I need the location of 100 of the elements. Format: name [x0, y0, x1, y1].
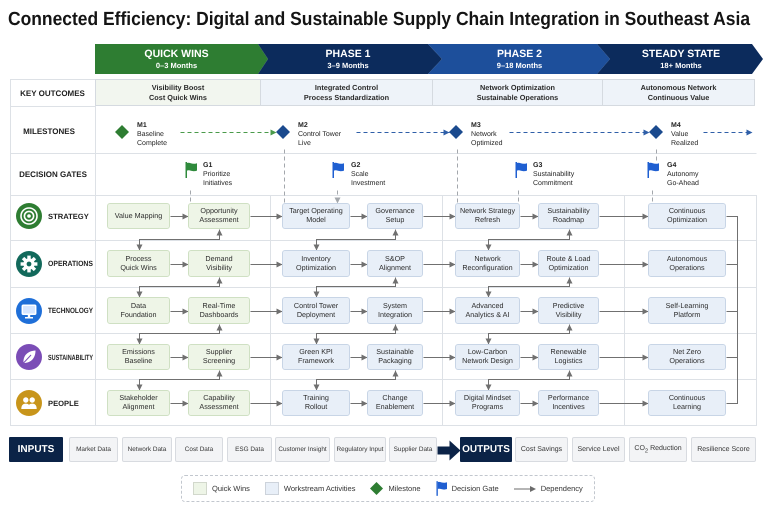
arrow: [250, 400, 283, 406]
dashed-arrow: [509, 130, 650, 136]
arrow: [170, 400, 189, 406]
activity-box: [367, 344, 423, 370]
outcome-cell: [432, 79, 603, 106]
arrow: [599, 354, 649, 360]
row-header: DECISION GATES: [19, 169, 87, 180]
phase-banner: [428, 44, 610, 74]
activity-box: [188, 297, 250, 324]
activity-box: [538, 390, 599, 416]
data-box: [629, 437, 687, 462]
arrow: [520, 214, 539, 220]
data-box: [227, 437, 272, 462]
activity-box: [107, 297, 170, 324]
double-arrow: [486, 229, 572, 251]
arrow: [520, 262, 539, 268]
phase-banner: [95, 44, 268, 74]
arrow: [520, 308, 539, 314]
activity-box: [282, 344, 350, 370]
arrow: [423, 400, 456, 406]
activity-box: [367, 390, 423, 416]
activity-box: [538, 344, 599, 370]
phase-title: STEADY STATE: [642, 48, 720, 60]
double-arrow: [314, 277, 398, 298]
activity-box: [538, 203, 599, 229]
data-box: [334, 437, 386, 462]
activity-box: [538, 297, 599, 324]
data-box: [515, 437, 568, 462]
data-box: [389, 437, 437, 462]
header-label: OUTPUTS: [462, 444, 510, 455]
dashed-line: [518, 190, 519, 204]
double-arrow: [486, 277, 572, 298]
double-arrow: [136, 229, 222, 251]
data-box: [691, 437, 756, 462]
outcome-cell: [95, 79, 261, 106]
double-arrow: [314, 370, 398, 391]
arrow: [350, 214, 368, 220]
activity-box: [282, 390, 350, 416]
activity-box: [648, 344, 726, 370]
activity-box: [282, 203, 350, 229]
dashed-line: [284, 149, 285, 204]
activity-box: [107, 203, 170, 229]
arrow: [599, 262, 649, 268]
arrow: [170, 354, 189, 360]
double-arrow: [486, 324, 572, 345]
row-header: MILESTONES: [23, 126, 75, 136]
arrow: [423, 262, 456, 268]
dashed-line: [457, 149, 458, 204]
activity-box: [648, 297, 726, 324]
activity-box: [367, 203, 423, 229]
block-arrow: [438, 440, 460, 460]
arrow: [423, 308, 456, 314]
double-arrow: [136, 277, 222, 298]
data-box: [572, 437, 625, 462]
data-box: [122, 437, 172, 462]
phase-title: QUICK WINS: [144, 48, 209, 60]
arrow: [350, 308, 368, 314]
arrow: [170, 308, 189, 314]
header-label: INPUTS: [18, 444, 54, 455]
activity-box: [188, 390, 250, 416]
arrow: [250, 214, 283, 220]
data-box: [175, 437, 223, 462]
dashed-arrow: [334, 190, 340, 204]
double-arrow: [314, 324, 398, 345]
data-box: [69, 437, 118, 462]
arrow: [520, 400, 539, 406]
phase-banner: [597, 44, 763, 74]
activity-box: [282, 297, 350, 324]
header-box: [9, 437, 63, 462]
arrow: [350, 262, 368, 268]
activity-box: [367, 250, 423, 277]
outcome-cell: [260, 79, 433, 106]
double-arrow: [314, 229, 398, 251]
dashed-line: [652, 190, 653, 204]
double-arrow: [136, 324, 222, 345]
connector-line: [726, 264, 738, 312]
dashed-arrow: [356, 130, 450, 136]
activity-box: [107, 390, 170, 416]
activity-box: [188, 203, 250, 229]
activity-box: [538, 250, 599, 277]
activity-box: [455, 250, 520, 277]
dashed-arrow: [180, 130, 277, 136]
activity-box: [648, 390, 726, 416]
arrow: [350, 354, 368, 360]
double-arrow: [136, 370, 222, 391]
activity-box: [107, 250, 170, 277]
arrow: [423, 214, 456, 220]
arrow: [599, 400, 649, 406]
phase-title: PHASE 2: [497, 48, 542, 60]
arrow: [170, 262, 189, 268]
phase-title: PHASE 1: [326, 48, 370, 60]
activity-box: [648, 203, 726, 229]
activity-box: [282, 250, 350, 277]
arrow: [250, 308, 283, 314]
arrow: [423, 354, 456, 360]
activity-box: [455, 390, 520, 416]
dashed-line: [190, 190, 191, 204]
activity-box: [455, 203, 520, 229]
row-header: KEY OUTCOMES: [20, 88, 85, 98]
arrow: [599, 308, 649, 314]
